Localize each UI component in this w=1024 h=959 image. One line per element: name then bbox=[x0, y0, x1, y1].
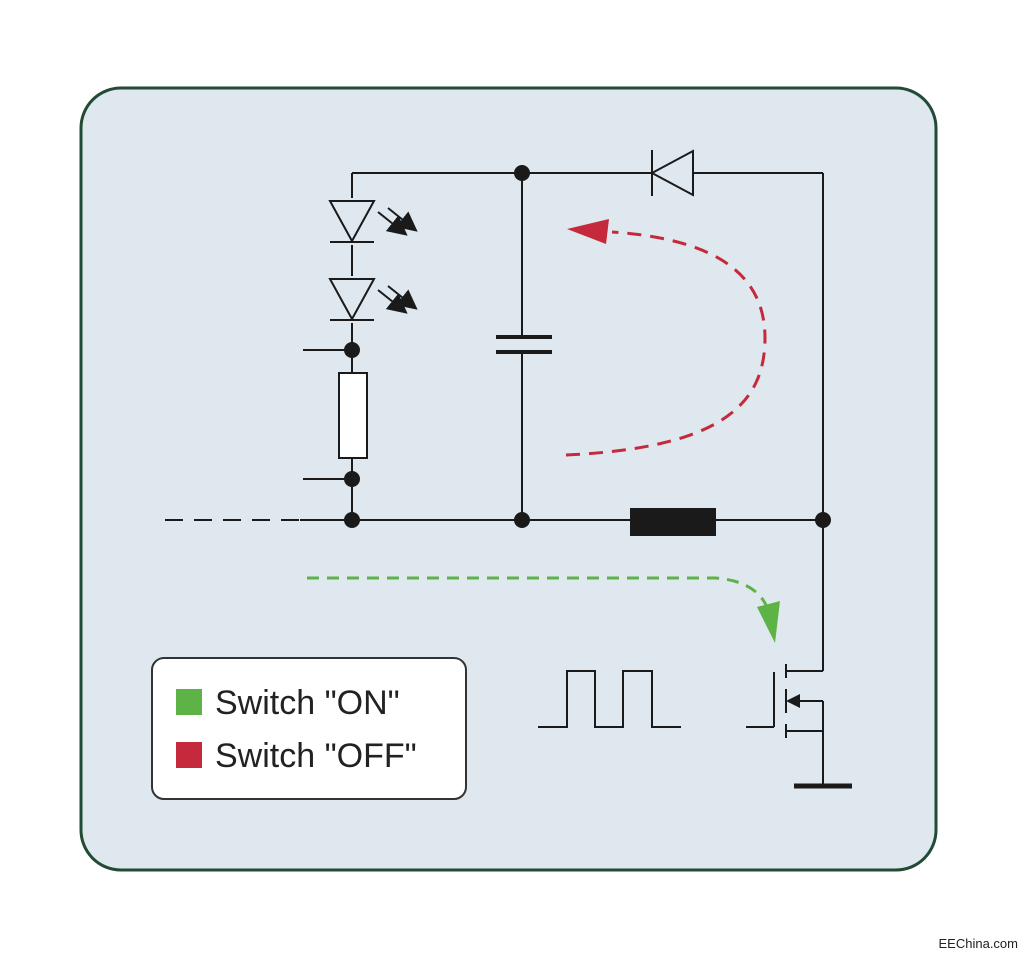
mosfet-switch bbox=[746, 664, 824, 786]
inductor bbox=[630, 508, 716, 536]
light-emission-arrows-icon bbox=[377, 207, 418, 236]
led-1 bbox=[328, 198, 418, 245]
diode bbox=[649, 149, 694, 197]
switch-on-current-path bbox=[307, 576, 780, 643]
legend-label-off: Switch "OFF" bbox=[215, 737, 417, 775]
legend-item-switch-on: Switch "ON" bbox=[176, 684, 400, 722]
pwm-signal bbox=[538, 670, 681, 728]
resistor bbox=[338, 372, 368, 459]
arrowhead-icon bbox=[567, 219, 609, 244]
legend-swatch-off bbox=[176, 742, 202, 768]
legend: Switch "ON" Switch "OFF" bbox=[151, 657, 467, 800]
watermark: EEChina.com bbox=[938, 936, 1018, 951]
light-emission-arrows-icon bbox=[377, 285, 418, 314]
resistor-taps bbox=[303, 342, 360, 487]
arrowhead-icon bbox=[757, 601, 780, 643]
switch-off-current-path bbox=[565, 219, 767, 457]
legend-swatch-on bbox=[176, 689, 202, 715]
legend-label-on: Switch "ON" bbox=[215, 684, 400, 722]
capacitor bbox=[496, 173, 552, 520]
junction-dots bbox=[344, 165, 831, 528]
legend-item-switch-off: Switch "OFF" bbox=[176, 737, 417, 775]
led-2 bbox=[328, 276, 418, 323]
legend-box bbox=[151, 657, 467, 800]
